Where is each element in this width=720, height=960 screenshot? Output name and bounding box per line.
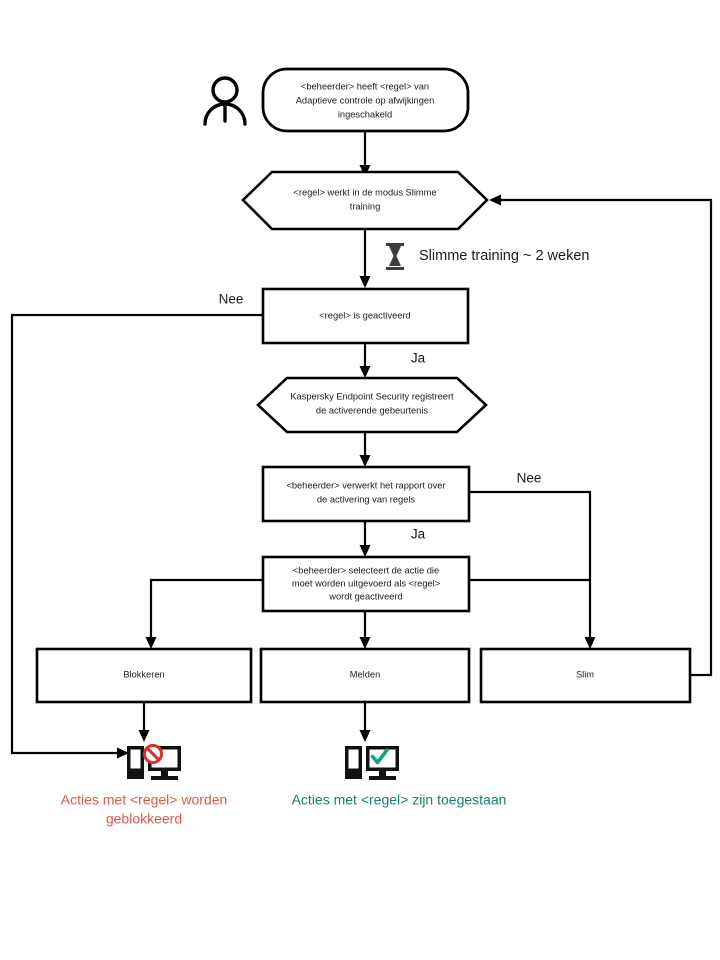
node-admin-selects-line-1: <beheerder> selecteert de actie die [293,565,439,575]
edge-label-yes-top: Ja [411,351,426,366]
node-start-line-3: ingeschakeld [338,109,392,119]
node-action-notify: Melden [259,647,471,704]
allowed-caption: Acties met <regel> zijn toegestaan [292,792,507,808]
node-kes-line-1: Kaspersky Endpoint Security registreert [290,391,454,401]
edge-label-no-right: Nee [517,471,542,486]
node-action-block: Blokkeren [35,647,253,704]
arrowhead-notify-to-icon [359,730,371,742]
node-smart-training-line-1: <regel> werkt in de modus Slimme [293,187,436,197]
arrowhead-admin-report-to-admin-selects [359,545,371,557]
arrowhead-loop-back-to-hexagon [489,194,501,206]
node-smart-training: <regel> werkt in de modus Slimme trainin… [241,170,489,231]
node-start-line-1: <beheerder> heeft <regel> van [301,81,429,91]
edge-label-no-left: Nee [219,292,244,307]
blocked-caption-line-2: geblokkeerd [106,811,182,827]
arrowhead-no-to-smart-box [584,637,596,649]
node-admin-selects-action: <beheerder> selecteert de actie die moet… [261,555,471,613]
node-start: <beheerder> heeft <regel> van Adaptieve … [261,67,470,133]
edge-smart-loop-back [498,198,713,677]
node-admin-selects-line-2: moet worden uitgevoerd als <regel> [292,578,440,588]
node-admin-report-line-2: de activering van regels [317,494,416,504]
node-smart-training-line-2: training [350,201,381,211]
computer-blocked-icon [127,744,181,780]
connectors [10,131,713,759]
training-duration-annotation: Slimme training ~ 2 weken [386,243,589,270]
hourglass-icon [386,243,404,270]
arrowhead-no-to-blocked-icon [117,747,129,759]
node-admin-processes-report: <beheerder> verwerkt het rapport over de… [261,465,471,523]
node-block-label: Blokkeren [123,669,164,679]
computer-allowed-icon [345,746,399,780]
node-kes-registers: Kaspersky Endpoint Security registreert … [256,376,488,434]
edge-label-yes-bottom: Ja [411,527,426,542]
node-admin-selects-line-3: wordt geactiveerd [328,591,402,601]
edge-admin-report-no-to-smart [469,490,592,640]
node-action-smart: Slim [479,647,692,704]
blocked-caption: Acties met <regel> worden geblokkeerd [61,792,228,827]
blocked-caption-line-1: Acties met <regel> worden [61,792,228,808]
arrowhead-to-block-box [145,637,157,649]
arrowhead-to-notify-box [359,637,371,649]
node-smart-label: Slim [576,669,594,679]
arrowhead-block-to-icon [138,730,150,742]
node-rule-triggered-line-1: <regel> is geactiveerd [319,310,410,320]
arrowhead-smart-training-to-rule-triggered [359,276,371,288]
node-kes-line-2: de activerende gebeurtenis [316,405,429,415]
edge-rule-triggered-no-to-blocked [10,313,263,755]
arrowhead-kes-to-admin-report [359,455,371,467]
node-rule-triggered: <regel> is geactiveerd [261,287,470,345]
training-duration-label: Slimme training ~ 2 weken [419,248,589,264]
edge-admin-selects-to-block [149,578,263,640]
administrator-actor-icon [203,76,247,126]
node-admin-report-line-1: <beheerder> verwerkt het rapport over [286,480,445,490]
arrowhead-rule-triggered-to-kes [359,366,371,378]
node-notify-label: Melden [350,669,381,679]
allowed-caption-line-1: Acties met <regel> zijn toegestaan [292,792,507,808]
node-start-line-2: Adaptieve controle op afwijkingen [296,95,435,105]
